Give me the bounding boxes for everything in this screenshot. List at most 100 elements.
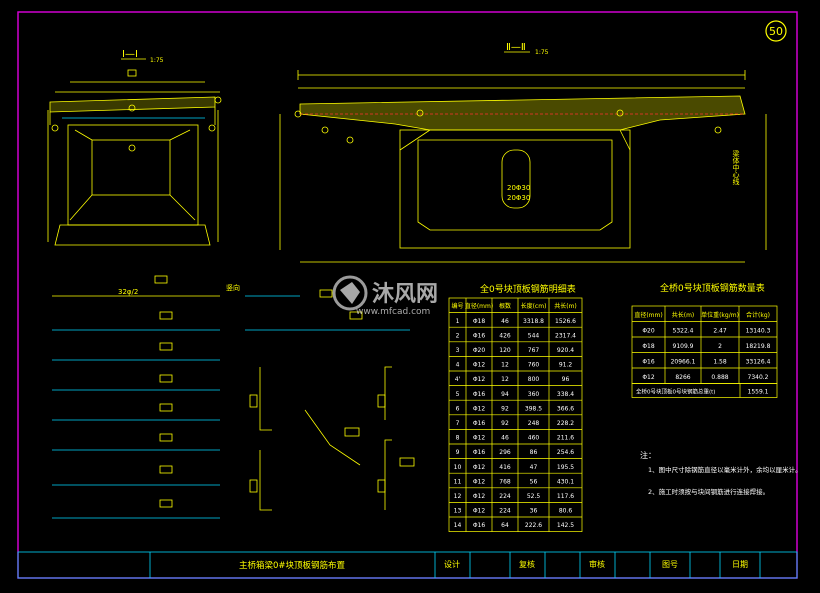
table-1-cell: 760	[528, 362, 540, 369]
table-2-cell: 5322.4	[673, 327, 694, 334]
notes-item-2: 2、施工时须按与块间钢筋进行连接焊接。	[648, 487, 769, 496]
section-1-label: Ⅰ—Ⅰ	[122, 49, 138, 60]
table-1-cell: 544	[528, 332, 540, 339]
table-1-cell: Φ12	[473, 493, 486, 500]
table-1-cell: 96	[562, 376, 570, 383]
table-1-cell: 12	[501, 376, 509, 383]
table-1-cell: Φ12	[473, 376, 486, 383]
table-1-cell: Φ12	[473, 464, 486, 471]
watermark-logo: 沐风网 www.mfcad.com	[332, 275, 438, 317]
title-block: 主桥箱梁0#块顶板钢筋布置 设计 复核 审核 图号 日期	[17, 551, 798, 579]
table-1-cell: 142.5	[557, 522, 574, 529]
table-1-cell: Φ12	[473, 405, 486, 412]
table-1-header-cell: 共长(m)	[554, 302, 577, 310]
table-1-cell: 94	[501, 391, 509, 398]
table-1-cell: 56	[530, 478, 538, 485]
table-1-cell: 47	[530, 464, 538, 471]
table-1-cell: Φ12	[473, 435, 486, 442]
table-1-cell: 117.6	[557, 493, 574, 500]
table-1-cell: 46	[501, 318, 509, 325]
table-1-header-cell: 编号	[451, 302, 463, 310]
table-1-cell: 13	[454, 508, 462, 515]
svg-text:沐风网: 沐风网	[372, 282, 438, 307]
notes: 注： 1、图中尺寸除钢筋直径以毫米计外，余均以厘米计。 2、施工时须按与块间钢筋…	[640, 450, 802, 496]
centerline-note: 梁体中心线	[732, 149, 740, 185]
table-1-cell: 2	[456, 332, 460, 339]
table-1-cell: 211.6	[557, 435, 574, 442]
rebar-side-tag: 竖向	[226, 283, 240, 292]
table-1-cell: Φ12	[473, 362, 486, 369]
table-1-cell: 91.2	[559, 362, 573, 369]
drawing-title: 主桥箱梁0#块顶板钢筋布置	[239, 560, 346, 571]
table-1-header-cell: 长度(cm)	[521, 302, 547, 310]
table-2-header-cell: 直径(mm)	[634, 311, 662, 319]
table-1-header-cell: 根数	[499, 302, 511, 310]
table-1-header-cell: 直径(mm)	[465, 302, 493, 310]
table-1-cell: 248	[528, 420, 540, 427]
table-2-cell: Φ20	[642, 327, 655, 334]
table-1-cell: 1526.6	[555, 318, 576, 325]
sheet-number: 50	[765, 20, 787, 42]
section-2-scale: 1:75	[535, 49, 549, 56]
table-2-cell: Φ12	[642, 374, 655, 381]
notes-title: 注：	[640, 450, 656, 460]
table-1-cell: 64	[501, 522, 509, 529]
table-1-cell: 80.6	[559, 508, 573, 515]
drawing-no-label: 图号	[662, 560, 678, 569]
table-1-cell: 12	[501, 362, 509, 369]
table-1-cell: 338.4	[557, 391, 574, 398]
table-2-total-value: 1559.1	[748, 389, 769, 396]
table-1-cell: 768	[499, 478, 511, 485]
section-1-view: Ⅰ—Ⅰ 1:75	[47, 49, 222, 246]
table-2-cell: 33126.4	[746, 358, 771, 365]
table-1-cell: Φ16	[473, 522, 486, 529]
table-1-cell: Φ16	[473, 391, 486, 398]
table-1-cell: 52.5	[527, 493, 541, 500]
table-1-cell: 7	[456, 420, 460, 427]
table-1-cell: Φ20	[473, 347, 486, 354]
table-2-header-cell: 单位重(kg/m)	[701, 311, 739, 319]
table-2: 全桥0号块顶板钢筋数量表 直径(mm)共长(m)单位重(kg/m)合计(kg)Φ…	[631, 282, 778, 398]
table-1-cell: 120	[499, 347, 511, 354]
table-1-cell: 430.1	[557, 478, 574, 485]
table-1-cell: 86	[530, 449, 538, 456]
table-1-cell: 224	[499, 493, 511, 500]
table-1-cell: Φ16	[473, 420, 486, 427]
svg-text:www.mfcad.com: www.mfcad.com	[356, 307, 430, 317]
table-1-cell: 2317.4	[555, 332, 576, 339]
table-2-cell: 1.58	[713, 358, 727, 365]
table-2-cell: 20966.1	[671, 358, 696, 365]
table-2-cell: 2.47	[713, 327, 727, 334]
rebar-top-tag: 32φ/2	[118, 288, 138, 296]
table-1-cell: 222.6	[525, 522, 542, 529]
table-2-total-label: 全桥0号块顶板0号块钢筋总重(t)	[636, 388, 715, 396]
table-2-title: 全桥0号块顶板钢筋数量表	[660, 282, 765, 294]
table-1-cell: Φ16	[473, 449, 486, 456]
table-1-cell: 4'	[455, 376, 461, 383]
table-2-cell: 13140.3	[746, 327, 771, 334]
table-1-cell: 3318.8	[523, 318, 544, 325]
table-2-cell: 2	[718, 343, 722, 350]
notes-item-1: 1、图中尺寸除钢筋直径以毫米计外，余均以厘米计。	[648, 465, 802, 474]
table-2-total-row	[631, 383, 778, 398]
table-1-cell: 92	[501, 405, 509, 412]
table-1-cell: Φ12	[473, 478, 486, 485]
table-1-cell: 36	[530, 508, 538, 515]
table-2-cell: 7340.2	[748, 374, 769, 381]
table-2-cell: 8266	[675, 374, 690, 381]
sheet-number-text: 50	[769, 25, 783, 38]
table-1-cell: 92	[501, 420, 509, 427]
box-label-line-2: 20Φ30	[507, 194, 530, 202]
table-1-cell: 460	[528, 435, 540, 442]
rebar-details-left: 32φ/2 竖向	[52, 275, 410, 519]
table-1-cell: 10	[454, 464, 462, 471]
table-1-cell: 12	[454, 493, 462, 500]
table-2-cell: Φ16	[642, 358, 655, 365]
table-2-cell: 9109.9	[673, 343, 694, 350]
table-1-cell: 14	[454, 522, 462, 529]
table-2-cell: 0.888	[711, 374, 728, 381]
table-1-cell: Φ18	[473, 318, 486, 325]
table-1-cell: 224	[499, 508, 511, 515]
